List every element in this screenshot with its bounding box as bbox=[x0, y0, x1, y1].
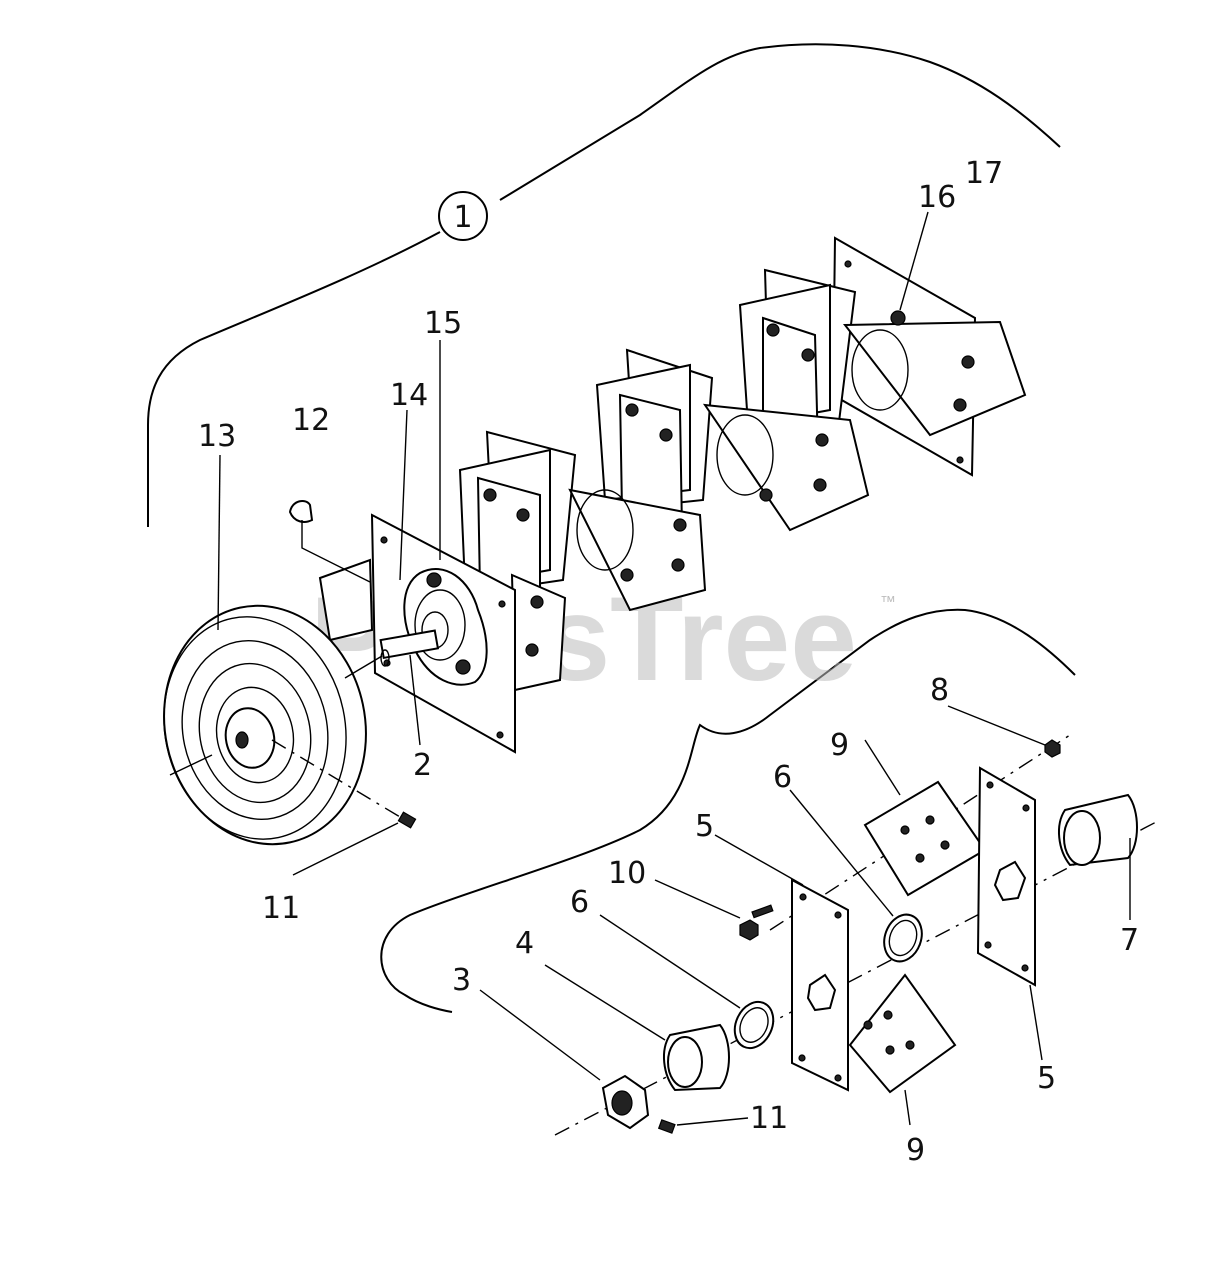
callout-8: 8 bbox=[930, 673, 949, 708]
callout-label: 1 bbox=[453, 200, 472, 235]
callout-labels: 17 16 15 14 12 13 2 8 9 6 5 10 11 6 7 4 … bbox=[198, 156, 1139, 1168]
callout-10: 10 bbox=[608, 856, 646, 891]
callout-7: 7 bbox=[1120, 923, 1139, 958]
callout-6-lower: 6 bbox=[570, 885, 589, 920]
callout-6-upper: 6 bbox=[773, 760, 792, 795]
assembly-callout: 1 bbox=[438, 191, 488, 241]
callout-9-upper: 9 bbox=[830, 728, 849, 763]
housing-outline bbox=[147, 43, 1076, 1013]
leader-lines bbox=[217, 340, 441, 746]
pulley-set-screw bbox=[292, 811, 417, 876]
callout-5-right: 5 bbox=[1037, 1061, 1056, 1096]
svg-text:™: ™ bbox=[880, 594, 896, 611]
callout-17: 17 bbox=[965, 156, 1003, 191]
callout-15: 15 bbox=[424, 306, 462, 341]
rotor-assembly bbox=[318, 236, 1027, 754]
callout-11-upper: 11 bbox=[262, 891, 300, 926]
callout-4: 4 bbox=[515, 926, 534, 961]
callout-5-left: 5 bbox=[695, 809, 714, 844]
callout-9-lower: 9 bbox=[906, 1133, 925, 1168]
bearing-hardware bbox=[479, 705, 1161, 1136]
pulley bbox=[163, 604, 406, 846]
callout-14: 14 bbox=[390, 378, 428, 413]
callout-12: 12 bbox=[292, 403, 330, 438]
hub-nut bbox=[890, 211, 929, 326]
callout-13: 13 bbox=[198, 419, 236, 454]
callout-11-lower: 11 bbox=[750, 1101, 788, 1136]
woodruff-key bbox=[288, 499, 371, 583]
callout-3: 3 bbox=[452, 963, 471, 998]
callout-16: 16 bbox=[918, 180, 956, 215]
callout-2: 2 bbox=[413, 748, 432, 783]
